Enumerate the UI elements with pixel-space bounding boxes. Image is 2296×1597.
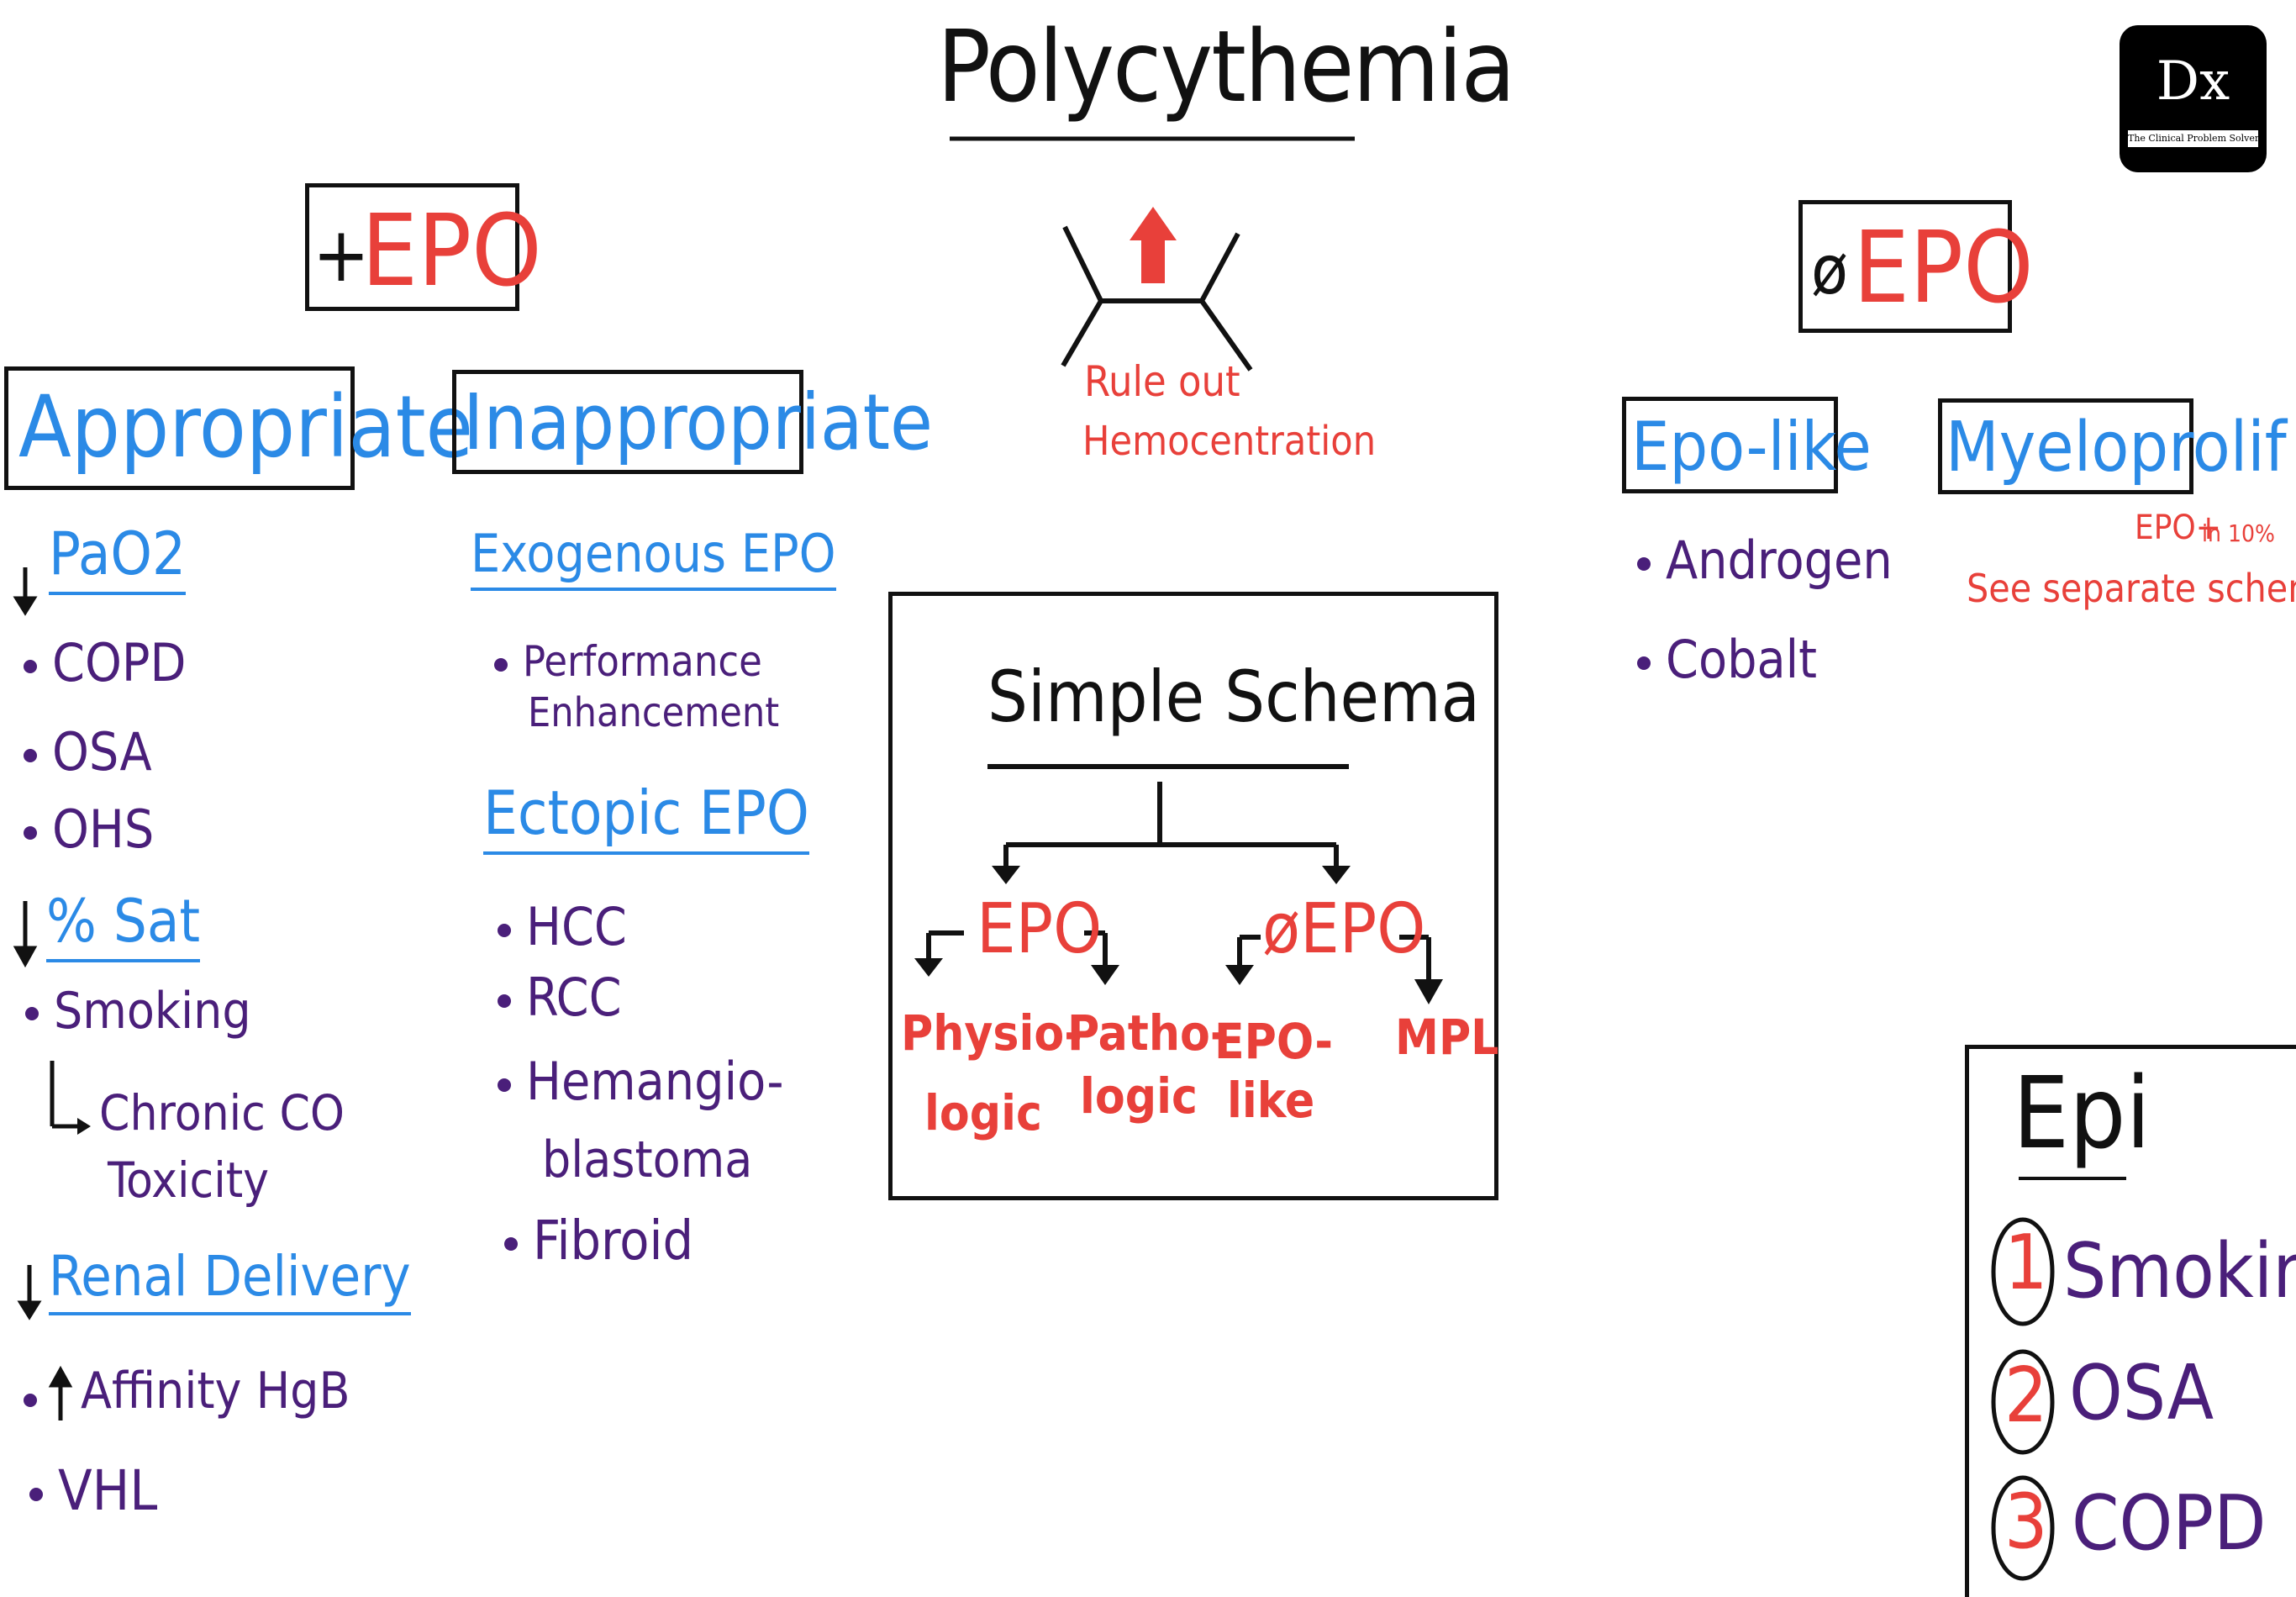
list-item: VHL bbox=[29, 1458, 157, 1523]
list-item: OSA bbox=[24, 721, 152, 783]
pao2-label: PaO2 bbox=[49, 519, 187, 595]
bullet-icon bbox=[498, 1078, 511, 1092]
bullet-icon bbox=[494, 657, 508, 672]
bullet-icon bbox=[25, 1007, 39, 1021]
sat-label: % Sat bbox=[46, 887, 201, 962]
null-sign: ø bbox=[1811, 231, 1849, 309]
neg-epo-label: EPO bbox=[1853, 209, 2034, 325]
list-item: HCC bbox=[498, 896, 627, 957]
epi-title: Epi bbox=[2013, 1055, 2151, 1171]
appropriate-box: Appropriate bbox=[4, 366, 473, 490]
physio-text-1: Physio- bbox=[901, 1004, 1082, 1062]
logo-caption: The Clinical Problem Solvers bbox=[2128, 130, 2264, 147]
list-item: RCC bbox=[498, 967, 622, 1028]
epi-rank-1: 1 bbox=[2004, 1219, 2048, 1307]
bullet-icon bbox=[1637, 656, 1651, 670]
list-item: Hemangio- bbox=[498, 1051, 784, 1112]
epolike-text-1: EPO- bbox=[1214, 1013, 1333, 1070]
hemocentration-text: Hemocentration bbox=[1082, 418, 1377, 465]
see-separate-schema-note: See separate schema bbox=[1967, 566, 2296, 611]
epi-rank-2: 2 bbox=[2004, 1352, 2048, 1440]
bullet-icon bbox=[24, 1391, 52, 1407]
chronic-co-text: Chronic CO bbox=[99, 1084, 345, 1141]
enhancement-text: Enhancement bbox=[528, 689, 780, 736]
pos-epo-label: EPO bbox=[361, 192, 542, 308]
myeloprolif-box: Myeloprolif bbox=[1938, 398, 2287, 494]
inappropriate-title: Inappropriate bbox=[463, 377, 933, 467]
list-item: COPD bbox=[24, 632, 186, 693]
neg-epo-box: ø EPO bbox=[1798, 200, 2034, 333]
in-10-pct-note: in 10% bbox=[2202, 519, 2275, 547]
bullet-icon bbox=[1637, 556, 1651, 571]
rule-out-text: Rule out bbox=[1084, 357, 1240, 406]
toxicity-text: Toxicity bbox=[108, 1152, 270, 1209]
epi-item-2: OSA bbox=[2069, 1349, 2214, 1437]
pos-epo-box: + EPO bbox=[305, 183, 542, 311]
dx-logo: Dx The Clinical Problem Solvers bbox=[2120, 25, 2267, 172]
blastoma-text: blastoma bbox=[542, 1131, 753, 1189]
bullet-icon bbox=[24, 748, 37, 762]
list-item: Performance bbox=[494, 637, 762, 686]
bullet-icon bbox=[504, 1237, 518, 1252]
list-item: Smoking bbox=[25, 982, 251, 1041]
mpl-text: MPL bbox=[1395, 1009, 1499, 1066]
schema-neg-epo: øEPO bbox=[1262, 889, 1426, 969]
list-item: Cobalt bbox=[1637, 629, 1817, 690]
epolike-text-2: like bbox=[1227, 1072, 1315, 1129]
epo-like-box: Epo-like bbox=[1622, 397, 1872, 493]
list-item: OHS bbox=[24, 798, 154, 860]
bullet-icon bbox=[498, 923, 511, 937]
physio-text-2: logic bbox=[924, 1084, 1042, 1141]
affinity-hgb-text: Affinity HgB bbox=[81, 1362, 350, 1420]
patho-text-1: Patho- bbox=[1067, 1004, 1229, 1062]
epo-like-title: Epo-like bbox=[1631, 408, 1872, 486]
epo-plus-note: EPO+ bbox=[2135, 509, 2221, 547]
hook-arrow-icon bbox=[50, 1061, 80, 1129]
appropriate-title: Appropriate bbox=[18, 377, 474, 477]
logo-mark: Dx bbox=[2156, 50, 2230, 113]
bullet-icon bbox=[29, 1487, 43, 1501]
renal-delivery-label: Renal Delivery bbox=[49, 1244, 411, 1315]
ectopic-epo-label: Ectopic EPO bbox=[483, 777, 809, 855]
plus-sign: + bbox=[313, 211, 370, 299]
down-arrow-icons bbox=[13, 567, 42, 1320]
list-item: Fibroid bbox=[504, 1210, 693, 1273]
up-arrow-icon bbox=[1130, 207, 1177, 283]
list-item: Androgen bbox=[1637, 530, 1893, 591]
inappropriate-box: Inappropriate bbox=[452, 370, 933, 474]
epi-item-3: COPD bbox=[2072, 1479, 2267, 1568]
myeloprolif-title: Myeloprolif bbox=[1946, 408, 2287, 488]
hematocrit-tube-icon bbox=[1061, 225, 1253, 372]
patho-text-2: logic bbox=[1080, 1067, 1198, 1125]
bullet-icon bbox=[498, 994, 511, 1008]
simple-schema-box bbox=[888, 592, 1498, 1200]
bullet-icon bbox=[24, 825, 37, 840]
epi-item-1: Smoking bbox=[2063, 1227, 2296, 1315]
page-title: Polycythemia bbox=[937, 8, 1515, 124]
schema-epo: EPO bbox=[977, 889, 1103, 969]
up-small-arrow-icon bbox=[48, 1365, 73, 1420]
bullet-icon bbox=[24, 659, 37, 673]
exogenous-epo-label: Exogenous EPO bbox=[471, 523, 836, 591]
epi-rank-circles bbox=[1991, 1217, 2055, 1581]
schema-arrowheads bbox=[914, 866, 1443, 1004]
epi-rank-3: 3 bbox=[2004, 1478, 2048, 1566]
epi-box bbox=[1965, 1045, 2296, 1597]
schema-title: Simple Schema bbox=[987, 656, 1480, 738]
